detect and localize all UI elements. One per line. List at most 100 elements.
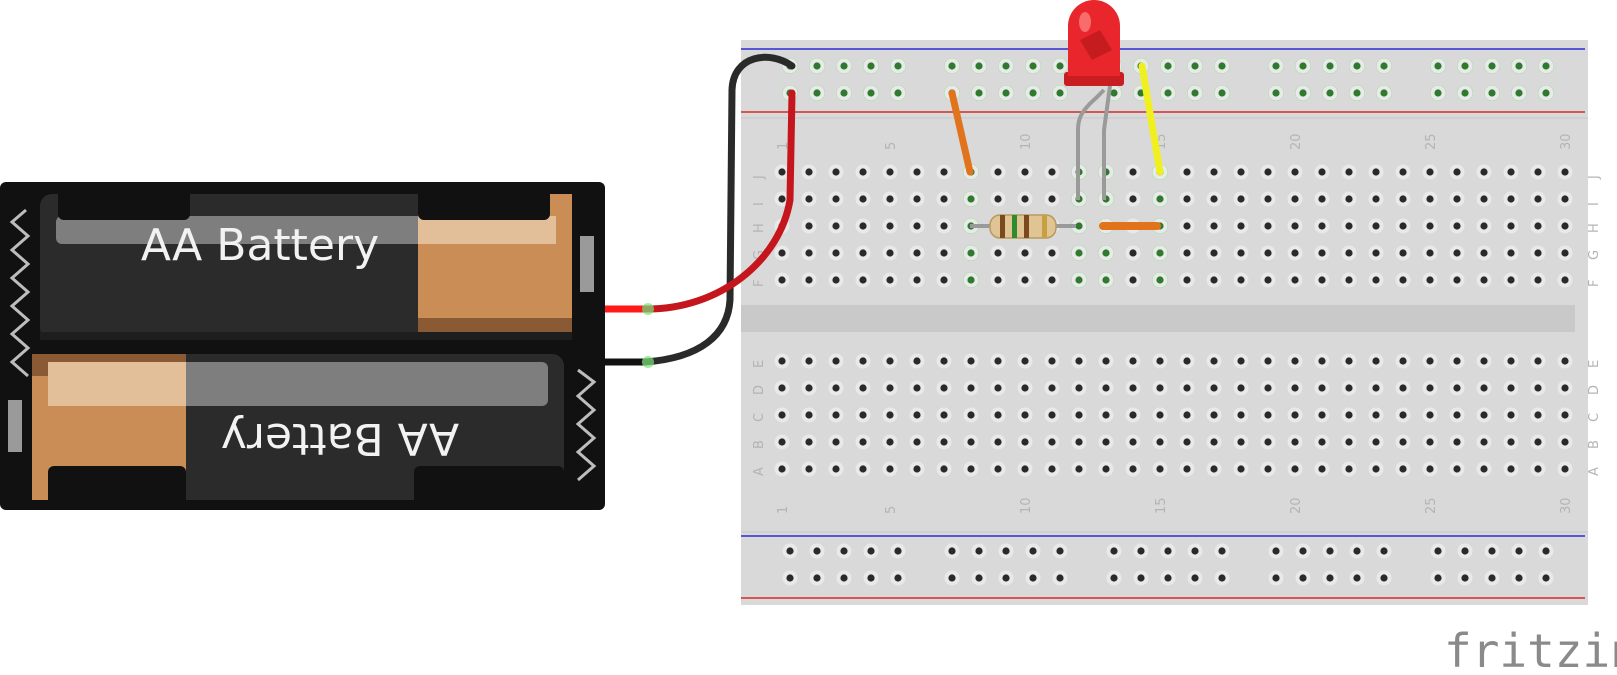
breadboard-hole[interactable] [832, 411, 840, 419]
breadboard-hole[interactable] [886, 411, 894, 419]
breadboard-hole[interactable] [1183, 465, 1191, 473]
breadboard-hole[interactable] [1048, 465, 1056, 473]
breadboard-hole[interactable] [1380, 89, 1388, 97]
breadboard-hole[interactable] [1561, 276, 1569, 284]
breadboard-hole[interactable] [1353, 547, 1361, 555]
battery-pack[interactable]: AA Battery AA Battery [0, 182, 605, 510]
breadboard-hole[interactable] [805, 276, 813, 284]
breadboard-hole[interactable] [805, 384, 813, 392]
breadboard-hole[interactable] [1264, 384, 1272, 392]
breadboard-hole[interactable] [1434, 62, 1442, 70]
breadboard-hole[interactable] [1507, 249, 1515, 257]
breadboard-hole[interactable] [1461, 547, 1469, 555]
breadboard-hole[interactable] [1480, 168, 1488, 176]
breadboard-hole[interactable] [859, 276, 867, 284]
breadboard-hole[interactable] [1102, 411, 1110, 419]
breadboard-hole[interactable] [1156, 276, 1164, 284]
breadboard-hole[interactable] [1210, 168, 1218, 176]
breadboard-hole[interactable] [805, 222, 813, 230]
breadboard-hole[interactable] [832, 276, 840, 284]
breadboard-hole[interactable] [1048, 357, 1056, 365]
breadboard-hole[interactable] [813, 574, 821, 582]
breadboard-hole[interactable] [913, 438, 921, 446]
breadboard-hole[interactable] [1534, 195, 1542, 203]
breadboard-hole[interactable] [1345, 249, 1353, 257]
breadboard-hole[interactable] [1561, 357, 1569, 365]
breadboard-hole[interactable] [1191, 89, 1199, 97]
breadboard-hole[interactable] [1075, 276, 1083, 284]
breadboard-hole[interactable] [1399, 276, 1407, 284]
breadboard-hole[interactable] [1075, 384, 1083, 392]
breadboard-hole[interactable] [1561, 411, 1569, 419]
breadboard-hole[interactable] [1542, 574, 1550, 582]
breadboard-hole[interactable] [1326, 547, 1334, 555]
breadboard-hole[interactable] [1183, 357, 1191, 365]
black-wire[interactable] [641, 53, 796, 366]
breadboard-hole[interactable] [1399, 411, 1407, 419]
breadboard-hole[interactable] [1318, 222, 1326, 230]
breadboard-hole[interactable] [1299, 574, 1307, 582]
breadboard-hole[interactable] [805, 438, 813, 446]
breadboard-hole[interactable] [1345, 222, 1353, 230]
breadboard-hole[interactable] [1534, 276, 1542, 284]
breadboard-hole[interactable] [1272, 574, 1280, 582]
breadboard-hole[interactable] [1102, 384, 1110, 392]
breadboard-hole[interactable] [832, 357, 840, 365]
breadboard-hole[interactable] [832, 195, 840, 203]
breadboard-hole[interactable] [886, 357, 894, 365]
breadboard-hole[interactable] [1137, 574, 1145, 582]
breadboard-hole[interactable] [1534, 438, 1542, 446]
breadboard-hole[interactable] [1399, 465, 1407, 473]
breadboard-hole[interactable] [1002, 89, 1010, 97]
breadboard-hole[interactable] [1542, 62, 1550, 70]
breadboard-hole[interactable] [1372, 384, 1380, 392]
breadboard-hole[interactable] [1515, 62, 1523, 70]
breadboard-hole[interactable] [1183, 249, 1191, 257]
breadboard-hole[interactable] [1183, 195, 1191, 203]
breadboard-hole[interactable] [1461, 62, 1469, 70]
breadboard-hole[interactable] [1318, 465, 1326, 473]
breadboard-hole[interactable] [967, 384, 975, 392]
breadboard-hole[interactable] [1318, 384, 1326, 392]
breadboard-hole[interactable] [1480, 276, 1488, 284]
breadboard-hole[interactable] [1156, 438, 1164, 446]
breadboard-hole[interactable] [832, 222, 840, 230]
breadboard-hole[interactable] [1353, 574, 1361, 582]
breadboard-hole[interactable] [1318, 438, 1326, 446]
breadboard-hole[interactable] [1399, 168, 1407, 176]
breadboard-hole[interactable] [1002, 574, 1010, 582]
breadboard-hole[interactable] [1426, 357, 1434, 365]
breadboard-hole[interactable] [1453, 276, 1461, 284]
breadboard-hole[interactable] [1264, 357, 1272, 365]
breadboard-hole[interactable] [867, 89, 875, 97]
breadboard-hole[interactable] [975, 547, 983, 555]
breadboard-hole[interactable] [1326, 89, 1334, 97]
breadboard-hole[interactable] [1002, 547, 1010, 555]
breadboard-hole[interactable] [1453, 438, 1461, 446]
breadboard-hole[interactable] [1021, 249, 1029, 257]
breadboard-hole[interactable] [1372, 249, 1380, 257]
orange-jumper-wire[interactable] [948, 89, 974, 176]
breadboard-hole[interactable] [1021, 195, 1029, 203]
breadboard-hole[interactable] [1056, 574, 1064, 582]
breadboard-hole[interactable] [1048, 384, 1056, 392]
breadboard-hole[interactable] [1110, 574, 1118, 582]
breadboard-hole[interactable] [1102, 357, 1110, 365]
breadboard-hole[interactable] [1507, 168, 1515, 176]
breadboard-hole[interactable] [1210, 249, 1218, 257]
breadboard-hole[interactable] [1156, 357, 1164, 365]
breadboard-hole[interactable] [940, 195, 948, 203]
breadboard-hole[interactable] [1561, 222, 1569, 230]
breadboard-hole[interactable] [1345, 411, 1353, 419]
breadboard-hole[interactable] [778, 276, 786, 284]
breadboard-hole[interactable] [1056, 547, 1064, 555]
breadboard-hole[interactable] [1272, 89, 1280, 97]
breadboard-hole[interactable] [1480, 384, 1488, 392]
breadboard-hole[interactable] [1021, 465, 1029, 473]
breadboard-hole[interactable] [886, 195, 894, 203]
breadboard-hole[interactable] [1488, 62, 1496, 70]
breadboard-hole[interactable] [1164, 62, 1172, 70]
breadboard-hole[interactable] [867, 547, 875, 555]
breadboard-hole[interactable] [913, 195, 921, 203]
breadboard-hole[interactable] [1299, 62, 1307, 70]
